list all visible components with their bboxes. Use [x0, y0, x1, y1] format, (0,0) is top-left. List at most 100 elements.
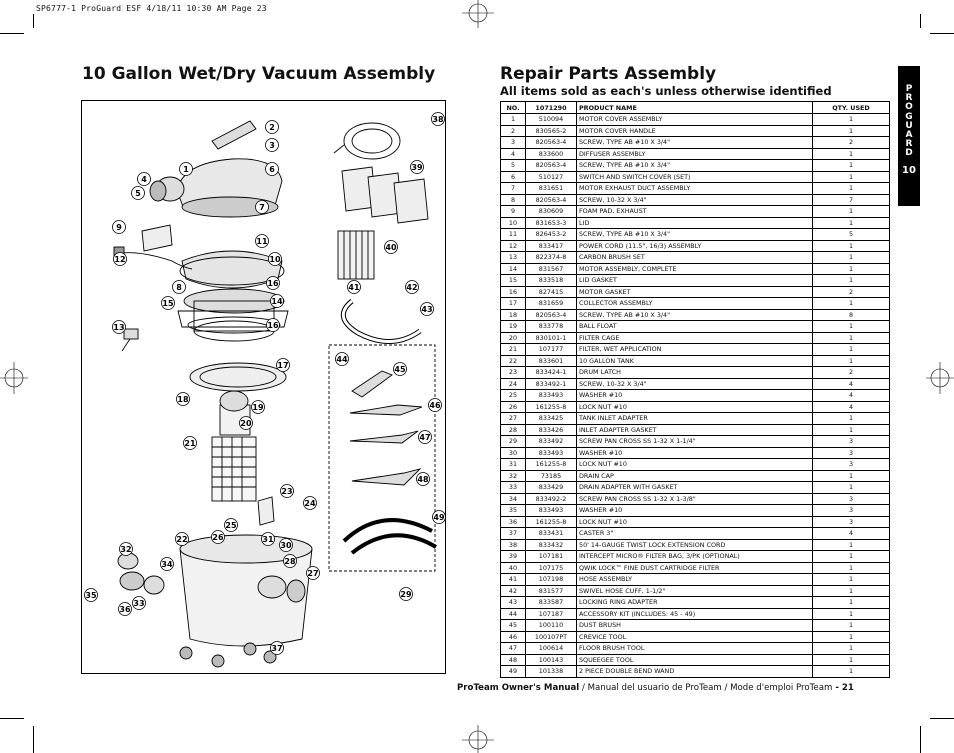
cell-qty-used: 1	[812, 642, 890, 655]
part-callout-number: 25	[225, 521, 237, 530]
cell-qty-used: 1	[812, 205, 890, 218]
cell-qty-used: 1	[812, 423, 890, 436]
cell-product-name: DRUM LATCH	[576, 366, 813, 379]
cell-product-name: MOTOR GASKET	[576, 285, 813, 298]
part-callout: 29	[399, 587, 413, 601]
part-callout-number: 40	[385, 243, 397, 252]
cell-no: 18	[500, 308, 526, 321]
part-callout-number: 42	[406, 283, 417, 292]
part-callout: 33	[132, 596, 146, 610]
cell-qty-used: 1	[812, 481, 890, 494]
registration-mark-top	[462, 0, 494, 28]
crop-mark	[33, 14, 34, 28]
part-callout: 14	[270, 294, 284, 308]
cell-part-number: 833429	[525, 481, 577, 494]
cell-qty-used: 4	[812, 527, 890, 540]
part-callout: 45	[393, 362, 407, 376]
cell-no: 13	[500, 251, 526, 264]
cell-product-name: ACCESSORY KIT (INCLUDES: 45 - 49)	[576, 607, 813, 620]
part-callout-number: 12	[114, 255, 125, 264]
repair-parts-subtitle: All items sold as each's unless otherwis…	[500, 84, 832, 98]
cell-qty-used: 1	[812, 619, 890, 632]
cell-product-name: MOTOR COVER ASSEMBLY	[576, 113, 813, 126]
cell-part-number: 830101-1	[525, 331, 577, 344]
cell-part-number: 820563-4	[525, 193, 577, 206]
cell-no: 43	[500, 596, 526, 609]
part-callout: 26	[211, 530, 225, 544]
cell-qty-used: 1	[812, 665, 890, 678]
cell-part-number: 73185	[525, 469, 577, 482]
column-header-part-number: 1071290	[525, 101, 577, 114]
cell-part-number: 510094	[525, 113, 577, 126]
part-callout: 23	[280, 484, 294, 498]
cell-part-number: 833587	[525, 596, 577, 609]
cell-qty-used: 1	[812, 124, 890, 137]
cell-no: 45	[500, 619, 526, 632]
part-callout-number: 35	[85, 591, 97, 600]
part-callout-number: 2	[269, 123, 275, 132]
part-callout: 13	[112, 320, 126, 334]
part-callout-number: 27	[307, 569, 318, 578]
cell-qty-used: 5	[812, 228, 890, 241]
part-callout-number: 10	[269, 255, 281, 264]
cell-product-name: WASHER #10	[576, 389, 813, 402]
cell-no: 20	[500, 331, 526, 344]
cell-product-name: 2 PIECE DOUBLE BEND WAND	[576, 665, 813, 678]
part-callout: 2	[265, 120, 279, 134]
cell-part-number: 820563-4	[525, 159, 577, 172]
table-header-row: NO. 1071290 PRODUCT NAME QTY. USED	[500, 101, 890, 114]
crop-mark	[0, 718, 24, 719]
crop-mark	[33, 726, 34, 753]
part-callout: 27	[306, 566, 320, 580]
part-callout-number: 23	[281, 487, 292, 496]
cell-qty-used: 1	[812, 182, 890, 195]
part-callout-number: 5	[135, 189, 141, 198]
part-callout: 1	[179, 162, 193, 176]
cell-qty-used: 1	[812, 274, 890, 287]
part-callout: 19	[251, 400, 265, 414]
cell-part-number: 100614	[525, 642, 577, 655]
cell-qty-used: 3	[812, 515, 890, 528]
cell-no: 16	[500, 285, 526, 298]
cell-qty-used: 1	[812, 159, 890, 172]
cell-part-number: 833425	[525, 412, 577, 425]
cell-product-name: SCREW PAN CROSS SS 1-32 X 1-1/4"	[576, 435, 813, 448]
part-callout-number: 39	[411, 163, 423, 172]
cell-product-name: LOCK NUT #10	[576, 515, 813, 528]
part-callout-number: 22	[176, 535, 187, 544]
part-callout: 46	[428, 398, 442, 412]
cell-no: 15	[500, 274, 526, 287]
cell-qty-used: 1	[812, 561, 890, 574]
exploded-view-drawing: 1234567891011121314151616171819202122232…	[84, 112, 445, 668]
cell-qty-used: 1	[812, 251, 890, 264]
cell-product-name: MOTOR ASSEMBLY, COMPLETE	[576, 262, 813, 275]
part-callout-number: 17	[277, 361, 288, 370]
cell-part-number: 100143	[525, 653, 577, 666]
crop-mark	[0, 33, 24, 34]
part-callout: 41	[347, 280, 361, 294]
cell-part-number: 833492-1	[525, 377, 577, 390]
cell-qty-used: 2	[812, 366, 890, 379]
cell-no: 47	[500, 642, 526, 655]
side-tab-number: 10	[902, 164, 916, 176]
cell-product-name: SCREW, TYPE AB #10 X 3/4"	[576, 136, 813, 149]
part-callout-number: 16	[267, 279, 279, 288]
cell-product-name: LOCK NUT #10	[576, 458, 813, 471]
part-callout: 11	[255, 234, 269, 248]
part-callout: 10	[268, 252, 282, 266]
part-callout: 4	[137, 172, 151, 186]
cell-part-number: 831653-3	[525, 216, 577, 229]
cell-qty-used: 1	[812, 584, 890, 597]
part-callout: 17	[276, 358, 290, 372]
side-tab-letters: P R O G U A R D	[905, 84, 913, 159]
